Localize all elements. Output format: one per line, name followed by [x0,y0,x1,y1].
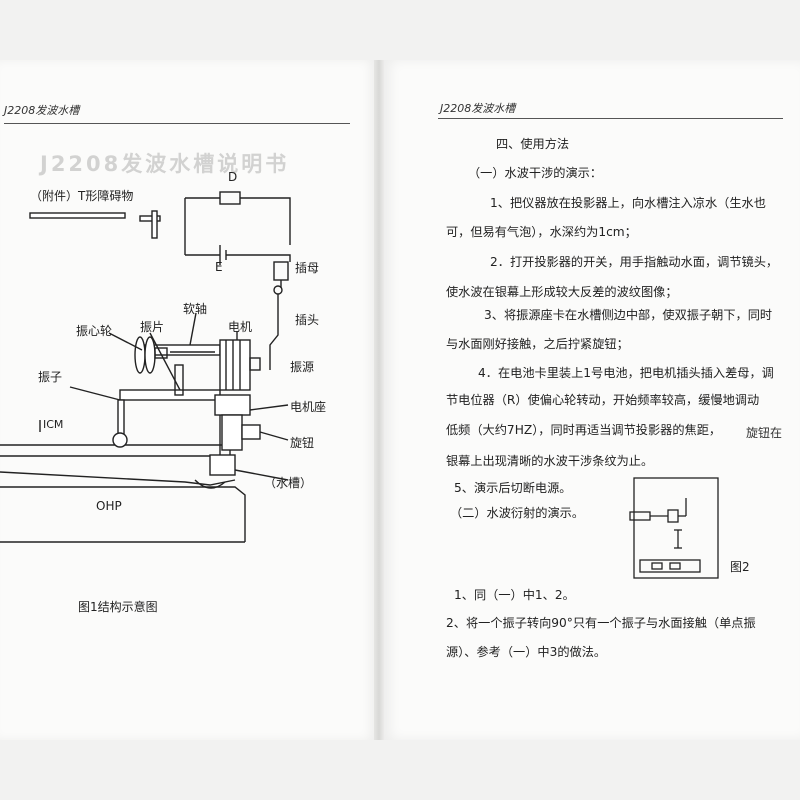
label-eccentric-wheel: 振心轮 [76,324,113,338]
label-ohp: OHP [96,499,122,513]
label-vibrator: 振子 [38,370,63,384]
diffraction-step2-line2: 源）、参考（一）中3的做法。 [446,645,607,659]
label-E: E [215,260,223,274]
label-vibrating-plate: 振片 [140,320,165,334]
subsection-interference: （一）水波干涉的演示： [468,166,603,180]
figure1-caption: 图1结构示意图 [78,600,158,614]
left-header-rule [4,123,350,124]
step4-line3-tail: 旋钮在 [746,426,783,440]
bleed-through-title: J2208发波水槽说明书 [40,152,290,176]
step1-line2: 可，但易有气泡），水深约为1cm； [446,225,637,239]
structure-diagram [0,191,291,543]
step5: 5、演示后切断电源。 [454,481,572,495]
diffraction-step1: 1、同（一）中1、2。 [454,588,575,602]
label-flexible-shaft: 软轴 [183,302,208,316]
step2-line1: 2．打开投影器的开关，用手指触动水面，调节镜头， [490,255,779,269]
figure2-label: 图2 [730,560,750,574]
label-icm: ICM [43,418,64,431]
right-page-header: J2208发波水槽 [440,102,516,115]
label-knob: 旋钮 [290,436,315,450]
step2-line2: 使水波在银幕上形成较大反差的波纹图像； [446,285,678,299]
book-gutter [374,60,384,740]
label-plug: 插头 [295,313,320,327]
diffraction-step2-line1: 2、将一个振子转向90°只有一个振子与水面接触（单点振 [446,616,756,630]
subsection-diffraction: （二）水波衍射的演示。 [450,506,585,520]
label-motor: 电机 [228,320,253,334]
step4-line2: 节电位器（R）使偏心轮转动，开始频率较高，缓慢地调动 [446,393,760,407]
step4-line1: 4．在电池卡里装上1号电池，把电机插头插入差母，调 [478,366,774,380]
right-header-rule [438,118,783,119]
label-power-source: 振源 [290,360,315,374]
section-title: 四、使用方法 [496,137,570,151]
right-page [382,60,800,740]
step3-line1: 3、将振源座卡在水槽侧边中部，使双振子朝下，同时 [484,308,773,322]
figure2-diagram [629,477,719,579]
attachment-label: （附件）T形障碍物 [30,189,134,203]
label-socket: 插母 [295,261,320,275]
label-water-tank: （水槽） [264,476,313,490]
label-D: D [228,170,238,184]
left-page-header: J2208发波水槽 [4,104,80,117]
step4-line3: 低频（大约7HZ），同时再适当调节投影器的焦距， [446,423,722,437]
label-motor-mount: 电机座 [290,400,327,414]
step4-line4: 银幕上出现清晰的水波干涉条纹为止。 [446,454,654,468]
step1-line1: 1、把仪器放在投影器上，向水槽注入凉水（生水也 [490,196,766,210]
step3-line2: 与水面刚好接触，之后拧紧旋钮； [446,337,629,351]
